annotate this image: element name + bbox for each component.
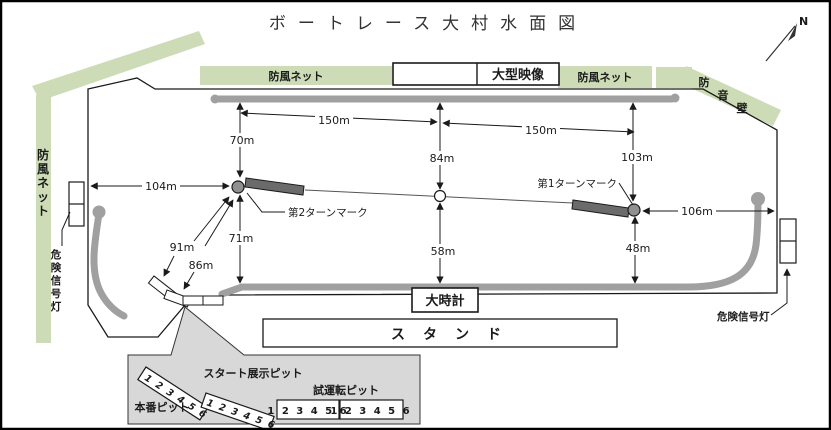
net-left-char-1: 防	[37, 147, 49, 162]
dim-84m-label: 84m	[430, 152, 455, 165]
lane-end-caps	[92, 93, 765, 219]
soundproof-char-2: 音	[718, 88, 729, 102]
lane-cap-top-right	[670, 93, 680, 103]
net-left-char-2: 風	[37, 162, 49, 176]
turn-mark-1	[571, 199, 641, 218]
dsl-left-char-4: 号	[51, 288, 62, 300]
test-run-pit-box-2	[339, 399, 404, 420]
lane-bottom-right-curve	[218, 198, 762, 298]
windbreak-net-left-bar	[36, 95, 51, 343]
pit-exit-path-arrow-2	[204, 199, 234, 247]
net-left-char-5: ト	[37, 204, 49, 218]
dim-71m-label: 71m	[229, 232, 254, 245]
soundproof-char-3: 壁	[737, 101, 748, 115]
dsl-left-char-2: 険	[51, 261, 62, 274]
grandstand-box: スタンド	[262, 318, 618, 348]
track-lane-markers	[90, 95, 762, 320]
dimension-labels: 70m 84m 103m 71m 58m 48m 104m 106m 150m …	[145, 114, 713, 272]
windbreak-net-label-center: 防風ネット	[269, 69, 324, 83]
windbreak-net-left-label: 防 風 ネ ッ ト	[37, 147, 49, 218]
danger-signal-light-right-label: 危険信号灯	[716, 310, 770, 323]
turn-mark-2	[231, 177, 305, 196]
dim-150m-right-label: 150m	[525, 124, 557, 137]
main-pit-label: 本番ピット	[135, 400, 190, 414]
lane-left-curve	[90, 210, 128, 320]
dim-150m-left-label: 150m	[318, 114, 350, 127]
danger-signal-light-right: 危険信号灯	[716, 218, 797, 323]
grandstand-label: スタンド	[391, 327, 519, 343]
net-left-char-3: ネ	[37, 176, 49, 190]
turn-mark-1-leader	[618, 182, 634, 206]
dim-106m-label: 106m	[681, 205, 713, 218]
windbreak-net-label-right: 防風ネット	[578, 70, 633, 84]
center-line-marker	[433, 189, 447, 203]
dimension-arrows	[90, 102, 775, 290]
turn-mark-1-bar	[571, 199, 630, 218]
turn-mark-2-buoy	[231, 180, 245, 194]
dsl-left-char-1: 危	[50, 248, 62, 261]
windbreak-structures	[32, 31, 781, 343]
pit-exit-docks	[147, 275, 224, 308]
turn-mark-2-label: 第2ターンマーク	[288, 206, 368, 219]
danger-signal-light-left	[61, 181, 85, 246]
north-label: N	[799, 15, 808, 28]
large-screen-label: 大型映像	[492, 67, 545, 83]
turn-mark-2-bar	[244, 177, 305, 196]
page-title: ボートレース大村水面図	[269, 14, 587, 34]
dsl-left-char-3: 信	[51, 274, 62, 287]
dim-103m-label: 103m	[621, 151, 653, 164]
test-run-pit-numbers-1: 1 2 3 4 5 6	[267, 406, 348, 417]
dim-91m-arrow	[163, 255, 175, 277]
dim-104m-label: 104m	[145, 180, 177, 193]
dim-70m-label: 70m	[230, 134, 255, 147]
big-clock-box: 大時計	[411, 287, 479, 313]
dim-58m-label: 58m	[431, 245, 456, 258]
dsl-left-char-5: 灯	[51, 300, 62, 313]
turn-mark-1-label: 第1ターンマーク	[537, 177, 617, 190]
lane-cap-right-curve	[751, 192, 765, 206]
lane-cap-left-curve	[92, 205, 106, 219]
turn-mark-1-buoy	[627, 203, 641, 217]
pit-area	[127, 306, 421, 425]
danger-signal-light-left-label: 危 険 信 号 灯	[50, 248, 62, 313]
windbreak-net-top-center-bar	[200, 66, 392, 85]
soundproof-wall-bar	[678, 66, 781, 126]
lane-cap-top-left	[210, 94, 220, 104]
dim-48m-label: 48m	[626, 242, 651, 255]
turn-mark-2-leader	[246, 192, 285, 213]
soundproof-wall-label: 防 音 壁	[699, 75, 748, 115]
test-run-pit-numbers-2: 1 2 3 4 5 6	[330, 406, 411, 417]
windbreak-net-topleft-diagonal	[32, 31, 205, 101]
start-exhibition-pit-label: スタート展示ピット	[204, 367, 303, 380]
windbreak-net-top-right-bar	[558, 66, 652, 88]
soundproof-char-1: 防	[699, 75, 710, 89]
course-boundary	[87, 77, 778, 338]
big-clock-label: 大時計	[425, 293, 464, 309]
net-left-char-4: ッ	[37, 190, 49, 204]
north-compass-icon: N	[765, 15, 808, 62]
dim-86m-arrow	[183, 271, 195, 290]
pit-exit-path-arrow-1	[193, 196, 230, 242]
dim-91m-label: 91m	[170, 241, 195, 254]
test-run-pit-box-1	[276, 399, 340, 420]
large-screen-box: 大型映像	[392, 62, 560, 86]
dim-86m-label: 86m	[189, 259, 214, 272]
test-run-pit-label: 試運転ピット	[313, 383, 379, 397]
test-run-pit-boxes: 1 2 3 4 5 6 1 2 3 4 5 6	[267, 399, 411, 420]
dimension-label-backgrounds	[142, 113, 716, 258]
